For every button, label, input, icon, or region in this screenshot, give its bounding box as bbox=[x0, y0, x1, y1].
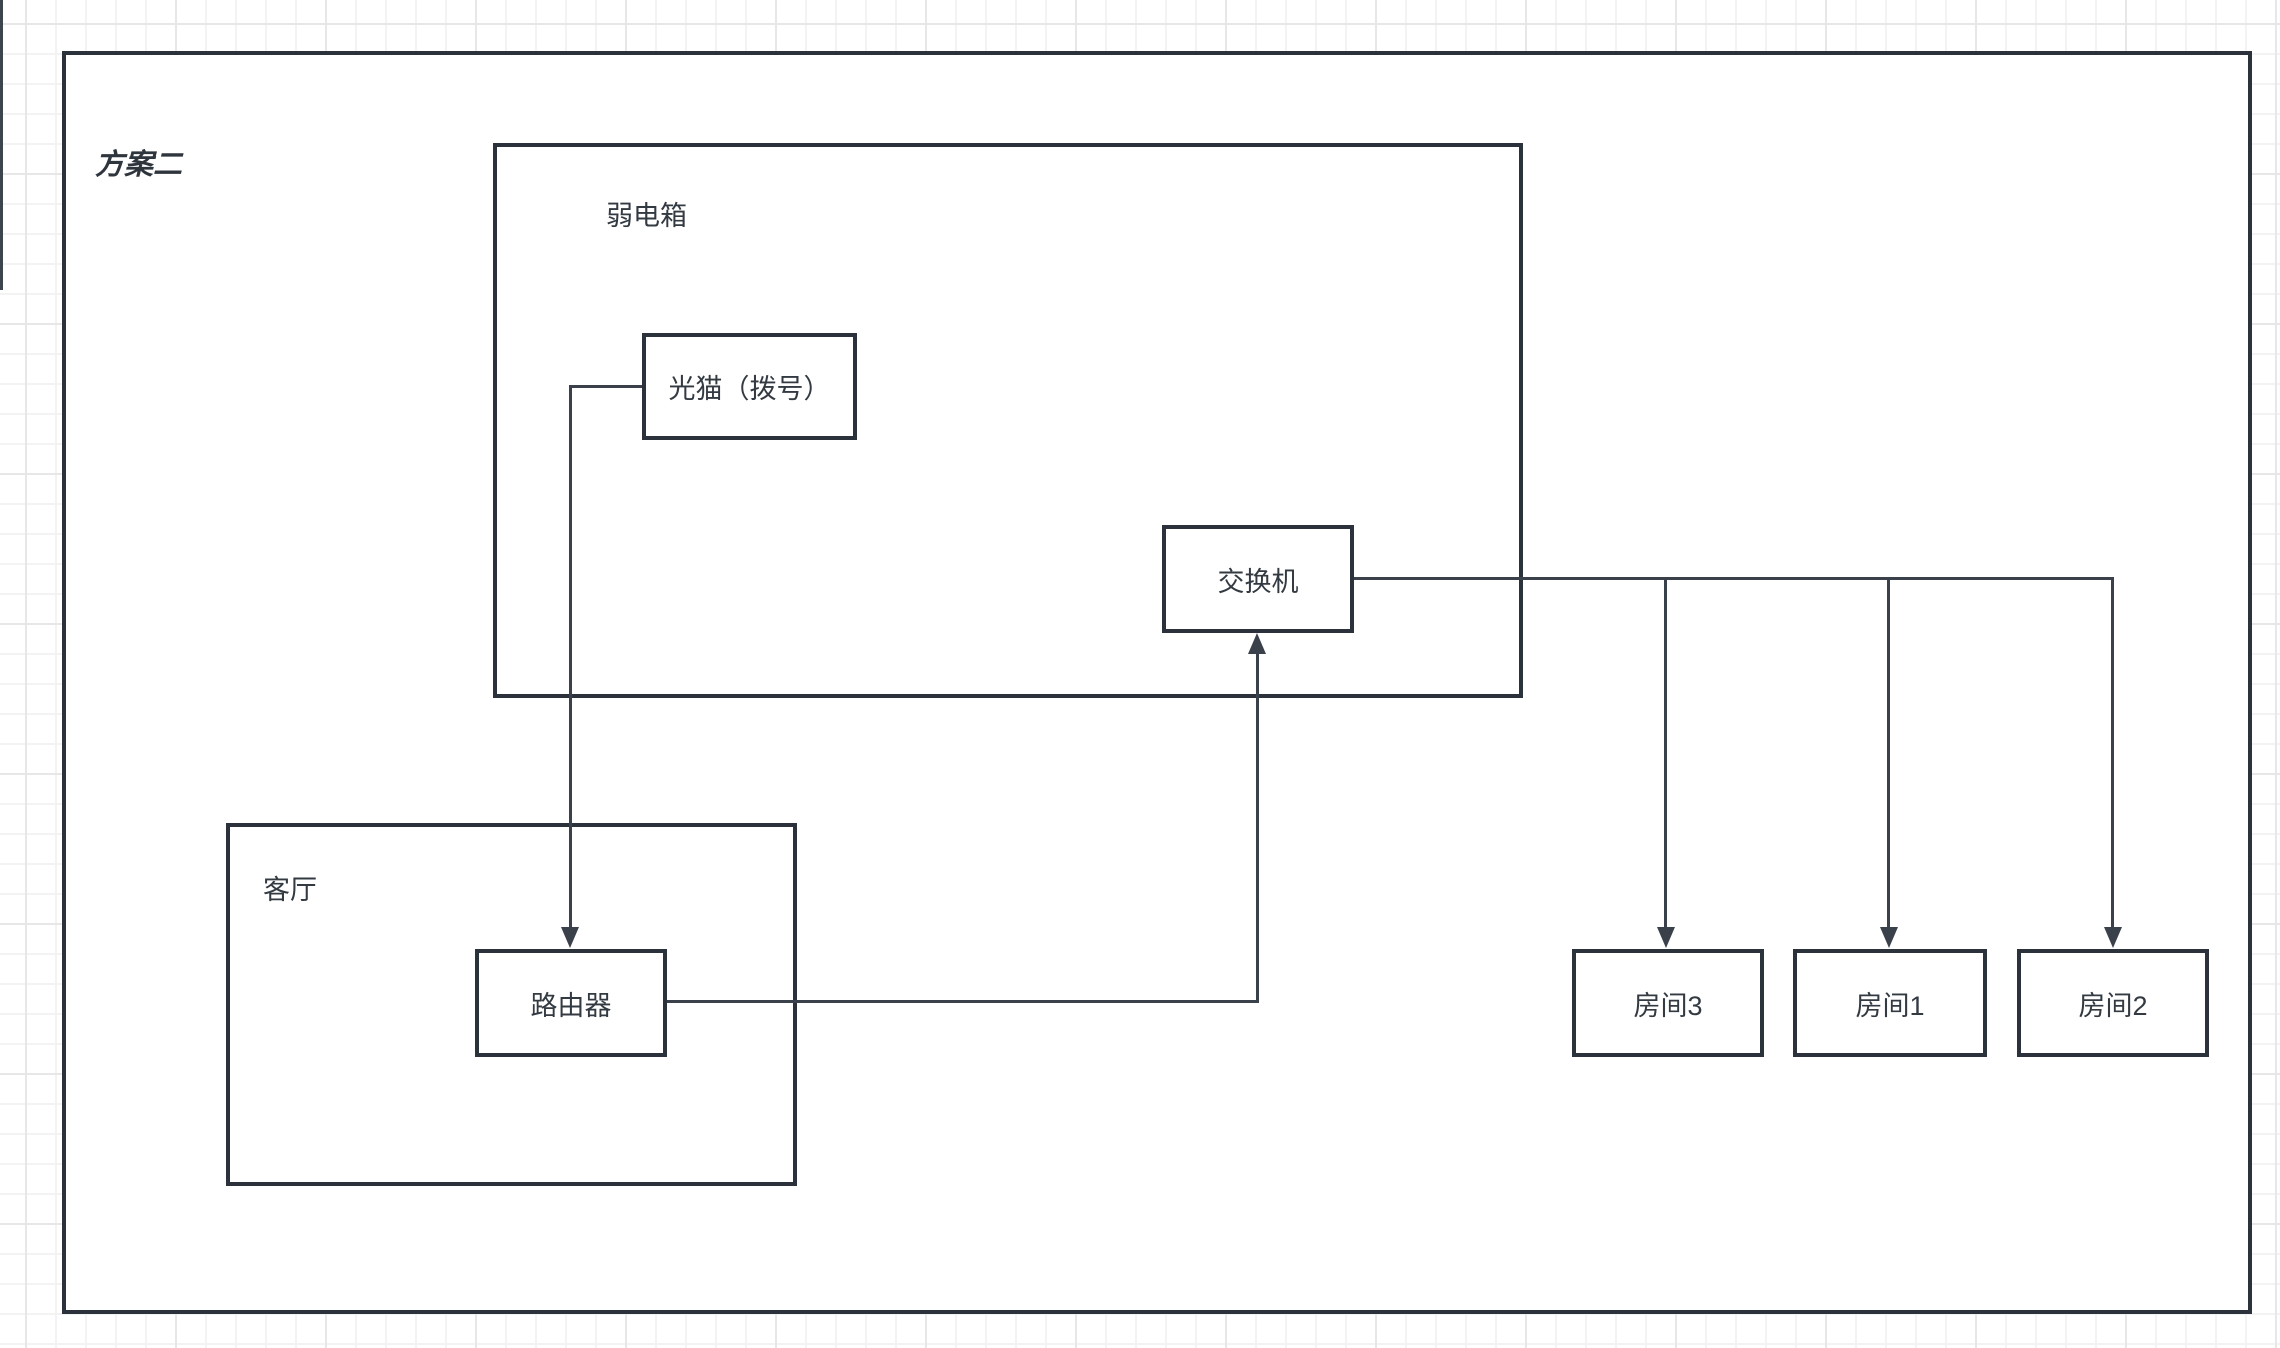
node-room1-label: 房间1 bbox=[1855, 990, 1925, 1021]
diagram-title: 方案二 bbox=[95, 149, 183, 181]
arrowhead-down-into-room3[interactable] bbox=[1657, 927, 1675, 948]
node-switch[interactable]: 交换机 bbox=[1162, 525, 1354, 633]
page-edge-line bbox=[0, 0, 3, 290]
node-room2-label: 房间2 bbox=[2078, 990, 2148, 1021]
node-room3-label: 房间3 bbox=[1633, 990, 1703, 1021]
node-room3[interactable]: 房间3 bbox=[1572, 949, 1764, 1057]
connector-router-switch-hseg[interactable] bbox=[667, 1000, 1259, 1003]
connector-router-switch-vseg[interactable] bbox=[1256, 654, 1259, 1003]
arrowhead-down-into-router[interactable] bbox=[561, 927, 579, 948]
node-optical-modem-label: 光猫（拨号） bbox=[668, 374, 831, 404]
node-optical-modem[interactable]: 光猫（拨号） bbox=[642, 333, 857, 440]
arrowhead-up-into-switch[interactable] bbox=[1248, 633, 1266, 654]
arrowhead-down-into-room2[interactable] bbox=[2104, 927, 2122, 948]
weak-current-box-label: 弱电箱 bbox=[606, 201, 687, 231]
node-switch-label: 交换机 bbox=[1217, 566, 1299, 597]
node-router-label: 路由器 bbox=[530, 990, 612, 1021]
connector-modem-router-hseg[interactable] bbox=[569, 385, 642, 388]
connector-switch-room1-vseg[interactable] bbox=[1887, 577, 1890, 929]
living-room-label: 客厅 bbox=[263, 875, 317, 905]
connector-switch-rooms-trunk[interactable] bbox=[1353, 577, 2114, 580]
node-router[interactable]: 路由器 bbox=[475, 949, 667, 1057]
connector-switch-room2-vseg[interactable] bbox=[2111, 577, 2114, 929]
node-room2[interactable]: 房间2 bbox=[2017, 949, 2209, 1057]
arrowhead-down-into-room1[interactable] bbox=[1880, 927, 1898, 948]
connector-modem-router-vseg[interactable] bbox=[569, 385, 572, 930]
connector-switch-room3-vseg[interactable] bbox=[1664, 577, 1667, 929]
node-room1[interactable]: 房间1 bbox=[1793, 949, 1987, 1057]
